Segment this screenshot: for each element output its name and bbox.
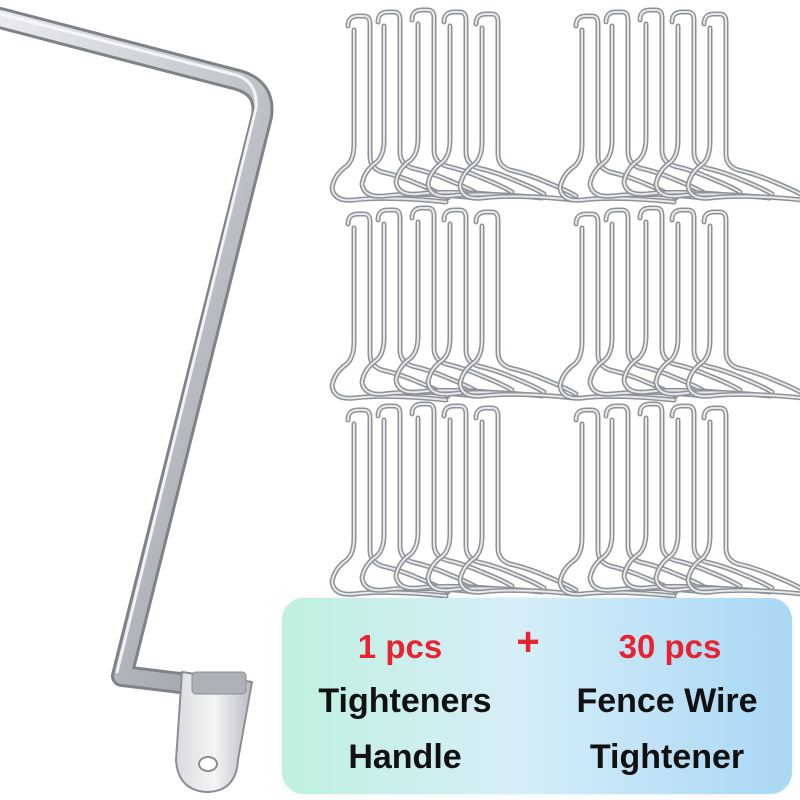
plus-sign: + [516, 620, 540, 664]
handle-mount-plate [174, 670, 254, 794]
tightener-label-line2: Tightener [589, 738, 745, 776]
handle-quantity: 1 pcs [357, 628, 443, 665]
crank-handle-icon [0, 7, 274, 794]
tightener-label-line1: Fence Wire [576, 682, 758, 720]
wire-tightener-icon [332, 10, 800, 596]
handle-label-line2: Handle [348, 738, 462, 776]
handle-label-line1: Tighteners [318, 682, 492, 720]
tightener-quantity: 30 pcs [618, 628, 722, 665]
caption-panel [282, 598, 792, 794]
